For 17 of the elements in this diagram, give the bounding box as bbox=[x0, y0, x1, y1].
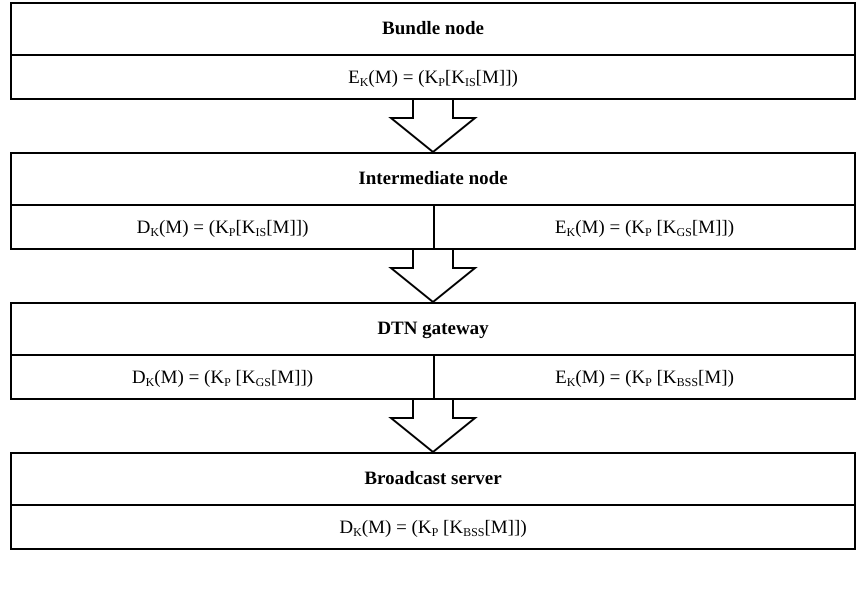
node-panel bbox=[10, 152, 856, 250]
node-title: Intermediate node bbox=[357, 167, 509, 191]
formula-cell: D$_{K}$(M) = (K$_{P}$ [K$_{BSS}$[M]]) bbox=[12, 506, 854, 550]
formula-cell: E$_{K}$(M) = (K$_{P}$ [K$_{GS}$[M]]) bbox=[433, 206, 854, 250]
node-title: Bundle node bbox=[381, 17, 485, 41]
formula-cell: E$_{K}$(M) = (K$_{P}$ [K$_{BSS}$[M]) bbox=[433, 356, 854, 400]
node-panel bbox=[10, 302, 856, 400]
node-panel bbox=[10, 2, 856, 100]
formula-cell: D$_{K}$(M) = (K$_{P}$ [K$_{GS}$[M]]) bbox=[12, 356, 433, 400]
block-arrow bbox=[388, 249, 478, 304]
node-title: Broadcast server bbox=[363, 467, 503, 491]
formula-cell: D$_{K}$(M) = (K$_{P}$[K$_{IS}$[M]]) bbox=[12, 206, 433, 250]
formula-cell: E$_{K}$(M) = (K$_{P}$[K$_{IS}$[M]]) bbox=[12, 56, 854, 100]
block-arrow bbox=[388, 399, 478, 454]
node-title: DTN gateway bbox=[376, 317, 490, 341]
node-panel bbox=[10, 452, 856, 550]
block-arrow bbox=[388, 99, 478, 154]
